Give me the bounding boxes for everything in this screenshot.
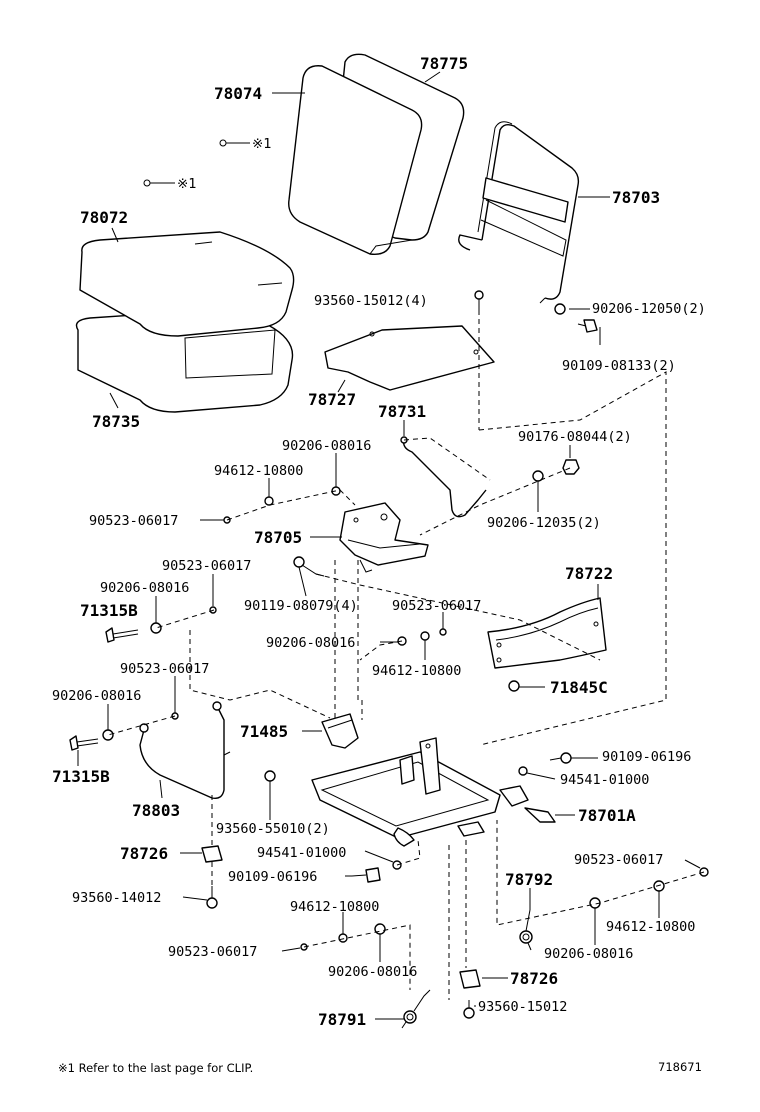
label-90523-06017-f: 90523-06017 [168,944,257,960]
screw-93560-14012 [206,886,218,909]
bolt-90109-06196-a [549,752,572,764]
screw-93560-15012 [463,1000,475,1019]
washer-90206-08016-d [102,729,114,741]
seat-plate-78727 [324,325,495,391]
stopper-71485 [321,713,359,749]
bolt-71315b-b [69,735,99,751]
bracket-78705 [339,502,429,573]
part-labels: 78775 78074 ※1 ※1 78703 78072 93560-1501… [52,54,706,1029]
label-71845c: 71845C [550,678,608,697]
clip-symbol-upper [219,139,250,147]
label-78735: 78735 [92,412,140,431]
label-90206-08016-a: 90206-08016 [282,438,371,454]
label-90206-12035-2: 90206-12035(2) [487,515,601,531]
label-90206-08016-e: 90206-08016 [544,946,633,962]
label-90176-08044-2: 90176-08044(2) [518,429,632,445]
bolt-93560-15012-4 [474,290,484,310]
washer-94612-10800-d [653,880,665,892]
footnote-clip-reference: ※1 Refer to the last page for CLIP. [58,1061,253,1075]
clip-symbol-lower [143,179,175,187]
label-90523-06017-b: 90523-06017 [162,558,251,574]
label-90109-06196-a: 90109-06196 [602,749,691,765]
label-clip-lower: ※1 [177,176,196,192]
washer-94612-10800-a [264,496,274,506]
label-78074: 78074 [214,84,262,103]
label-90523-06017-d: 90523-06017 [120,661,209,677]
panel-78722 [487,597,607,669]
label-78072: 78072 [80,208,128,227]
label-78727: 78727 [308,390,356,409]
label-78726-a: 78726 [120,844,168,863]
label-94612-10800-d: 94612-10800 [606,919,695,935]
label-71485: 71485 [240,722,288,741]
label-93560-14012: 93560-14012 [72,890,161,906]
label-78775: 78775 [420,54,468,73]
label-78701a: 78701A [578,806,636,825]
washer-94541-01000-a [518,766,528,776]
bolt-90119-08079 [293,556,325,577]
label-90206-08016-c: 90206-08016 [266,635,355,651]
washer-90206-12050 [554,303,566,315]
spring-78791 [401,989,431,1029]
seat-back-frame [458,121,580,304]
seat-cushion-lower-78735 [75,309,294,413]
label-71315b-b: 71315B [52,767,110,786]
label-90206-12050-2: 90206-12050(2) [592,301,706,317]
label-clip-upper: ※1 [252,136,271,152]
clip-90523-06017-c [439,628,447,636]
screw-71845c [508,680,520,692]
label-90206-08016-f: 90206-08016 [328,964,417,980]
label-94612-10800-a: 94612-10800 [214,463,303,479]
label-78731: 78731 [378,402,426,421]
label-78722: 78722 [565,564,613,583]
label-90523-06017-a: 90523-06017 [89,513,178,529]
label-94541-01000-b: 94541-01000 [257,845,346,861]
label-71315b-a: 71315B [80,601,138,620]
label-78726-b: 78726 [510,969,558,988]
label-90523-06017-c: 90523-06017 [392,598,481,614]
label-94541-01000-a: 94541-01000 [560,772,649,788]
label-93560-55010-2: 93560-55010(2) [216,821,330,837]
label-78705: 78705 [254,528,302,547]
label-78703: 78703 [612,188,660,207]
block-78726-left [201,845,223,863]
rod-78731 [400,436,487,518]
label-78792: 78792 [505,870,553,889]
bolt-90109-06196-b [351,867,381,883]
block-78726-right [459,969,481,989]
seat-cushion-upper-78072 [79,231,295,337]
washer-94612-10800-b [420,631,430,641]
washer-90206-08016-f [374,923,386,935]
label-94612-10800-c: 94612-10800 [290,899,379,915]
bolt-71315b-a [105,627,139,643]
label-90523-06017-e: 90523-06017 [574,852,663,868]
bar-78803 [139,701,231,800]
washer-94612-10800-c [338,933,348,943]
label-90206-08016-b: 90206-08016 [100,580,189,596]
bolt-90109-08133 [577,319,598,333]
diagram-id: 718671 [658,1060,702,1074]
label-94612-10800-b: 94612-10800 [372,663,461,679]
label-90109-06196-b: 90109-06196 [228,869,317,885]
label-93560-15012: 93560-15012 [478,999,567,1015]
label-90119-08079-4: 90119-08079(4) [244,598,358,614]
base-frame-78701a [311,737,556,847]
label-78791: 78791 [318,1010,366,1029]
washer-90206-08016-c [150,622,162,634]
label-90206-08016-d: 90206-08016 [52,688,141,704]
label-90109-08133-2: 90109-08133(2) [562,358,676,374]
spring-78792 [519,909,533,951]
leader-lines [77,71,701,1020]
nut-90176-08044 [562,459,580,475]
label-93560-15012-4: 93560-15012(4) [314,293,428,309]
seat-back-cushion-front [288,65,423,256]
label-78803: 78803 [132,801,180,820]
